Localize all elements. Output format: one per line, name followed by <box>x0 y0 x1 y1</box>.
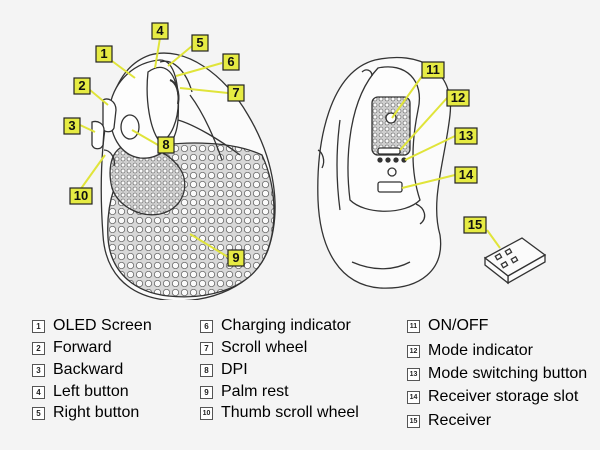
legend-num: 7 <box>200 341 213 355</box>
svg-text:12: 12 <box>451 90 465 105</box>
legend-item-2: 2 Forward <box>32 339 112 357</box>
svg-text:9: 9 <box>232 250 239 265</box>
legend-label: Palm rest <box>221 383 289 400</box>
legend-num: 14 <box>407 390 420 404</box>
svg-text:2: 2 <box>78 78 85 93</box>
callout-2: 2 <box>73 77 91 95</box>
legend-num: 15 <box>407 414 420 428</box>
callout-1: 1 <box>95 45 113 63</box>
legend-num: 8 <box>200 363 213 377</box>
legend-label: Mode switching button <box>428 365 588 382</box>
legend-num: 12 <box>407 344 420 358</box>
legend-item-3: 3 Backward <box>32 361 123 379</box>
svg-text:10: 10 <box>74 188 88 203</box>
legend-label: Backward <box>53 361 124 378</box>
callout-7: 7 <box>227 84 245 102</box>
legend-item-5: 5 Right button <box>32 404 139 422</box>
leader-lines <box>79 37 501 258</box>
thumb-texture <box>109 144 186 216</box>
legend-item-9: 9 Palm rest <box>200 383 289 401</box>
legend-label: Scroll wheel <box>221 339 308 356</box>
legend-num: 3 <box>32 363 45 377</box>
legend-label: Charging indicator <box>221 317 351 334</box>
legend-num: 11 <box>407 319 420 333</box>
callout-3: 3 <box>63 117 81 135</box>
svg-text:5: 5 <box>196 35 203 50</box>
legend-label: Receiver storage slot <box>428 388 579 405</box>
callout-6: 6 <box>222 53 240 71</box>
svg-text:13: 13 <box>459 128 473 143</box>
mouse-front-view <box>91 52 276 300</box>
legend-item-11: 11 ON/OFF <box>407 317 488 335</box>
legend-label: ON/OFF <box>428 317 489 334</box>
svg-text:6: 6 <box>227 54 234 69</box>
receiver <box>483 237 547 285</box>
mouse-bottom-view <box>317 56 452 289</box>
legend-label: Mode indicator <box>428 342 533 359</box>
legend-item-15: 15 Receiver <box>407 412 491 430</box>
callout-10: 10 <box>69 187 93 205</box>
legend-item-8: 8 DPI <box>200 361 248 379</box>
svg-text:1: 1 <box>100 46 107 61</box>
callout-11: 11 <box>421 61 445 79</box>
callout-13: 13 <box>454 127 478 145</box>
callout-8: 8 <box>157 136 175 154</box>
callout-12: 12 <box>446 89 470 107</box>
legend-label: Forward <box>53 339 112 356</box>
callout-15: 15 <box>463 216 487 234</box>
legend-item-12: 12 Mode indicator <box>407 342 533 360</box>
legend-item-4: 4 Left button <box>32 383 129 401</box>
legend-label: Receiver <box>428 412 492 429</box>
legend-num: 6 <box>200 319 213 333</box>
legend-num: 5 <box>32 406 45 420</box>
legend-num: 1 <box>32 319 45 333</box>
callout-5: 5 <box>191 34 209 52</box>
svg-text:4: 4 <box>156 23 164 38</box>
legend-item-10: 10 Thumb scroll wheel <box>200 404 359 422</box>
legend-item-6: 6 Charging indicator <box>200 317 351 335</box>
mouse-diagram: 1 2 3 4 5 6 7 8 9 10 11 12 13 14 15 <box>63 22 547 300</box>
legend-label: DPI <box>221 361 248 378</box>
callout-4: 4 <box>151 22 169 40</box>
svg-text:14: 14 <box>459 167 474 182</box>
legend-label: OLED Screen <box>53 317 152 334</box>
legend-item-7: 7 Scroll wheel <box>200 339 307 357</box>
svg-text:11: 11 <box>426 62 440 77</box>
legend-num: 9 <box>200 385 213 399</box>
legend-label: Thumb scroll wheel <box>221 404 359 421</box>
legend-num: 2 <box>32 341 45 355</box>
svg-text:7: 7 <box>232 85 239 100</box>
svg-text:3: 3 <box>68 118 75 133</box>
callout-14: 14 <box>454 166 478 184</box>
callout-9: 9 <box>227 249 245 267</box>
legend-item-13: 13 Mode switching button <box>407 365 587 383</box>
legend-num: 10 <box>200 406 213 420</box>
legend-label: Left button <box>53 383 129 400</box>
svg-text:15: 15 <box>468 217 482 232</box>
legend-num: 4 <box>32 385 45 399</box>
legend-item-1: 1 OLED Screen <box>32 317 152 335</box>
legend-item-14: 14 Receiver storage slot <box>407 388 578 406</box>
legend-label: Right button <box>53 404 140 421</box>
svg-text:8: 8 <box>162 137 169 152</box>
legend-num: 13 <box>407 367 420 381</box>
